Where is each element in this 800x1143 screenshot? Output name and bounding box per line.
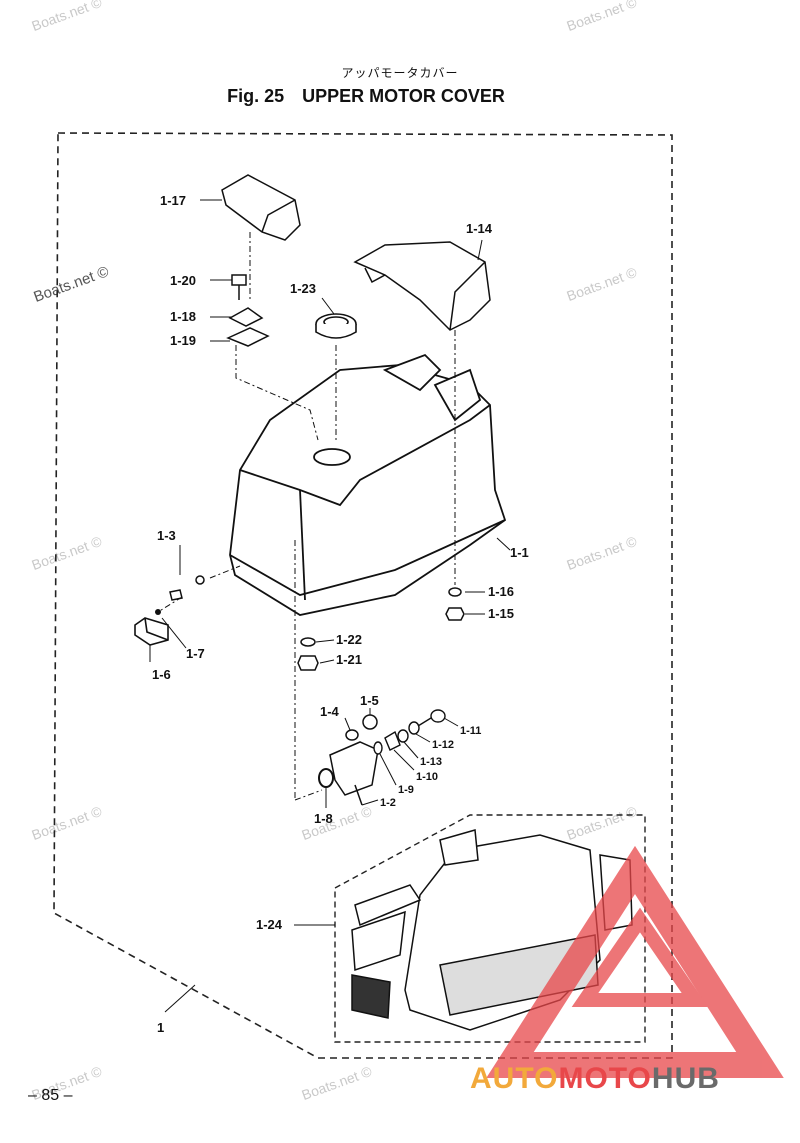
assembly-boundary xyxy=(53,132,673,1059)
brand-logo xyxy=(486,845,784,1078)
part-1-2-latch-bracket xyxy=(329,741,379,806)
callout-1-16: 1-16 xyxy=(488,584,514,599)
callout-1-10: 1-10 xyxy=(416,771,438,783)
part-1-15-nut xyxy=(445,607,465,621)
callout-1-18: 1-18 xyxy=(170,309,196,324)
brand-part-moto: MOTO xyxy=(558,1062,652,1095)
brand-part-hub: HUB xyxy=(651,1062,720,1095)
part-1-19-plate xyxy=(226,327,270,347)
title-japanese: アッパモータカバー xyxy=(341,66,459,80)
callout-1-23: 1-23 xyxy=(290,281,316,296)
callout-1-24: 1-24 xyxy=(256,917,283,932)
part-1-13-washer xyxy=(397,729,409,743)
brand-wordmark: AUTOMOTOHUB xyxy=(470,1062,720,1096)
part-1-9-spring xyxy=(373,741,383,755)
callout-1-1: 1-1 xyxy=(510,545,529,560)
part-1-21-nut xyxy=(297,655,319,671)
callout-1-12: 1-12 xyxy=(432,739,454,751)
figure-number: Fig. 25 xyxy=(227,86,285,106)
part-1-1-upper-motor-cover xyxy=(229,353,507,616)
callout-1-7: 1-7 xyxy=(186,646,205,661)
part-1-20-bolt xyxy=(231,274,247,300)
callout-1-20: 1-20 xyxy=(170,273,196,288)
leader-lines xyxy=(149,199,511,1013)
part-1-11-bolt xyxy=(417,709,446,727)
part-1-23-grommet xyxy=(315,313,357,339)
callout-1-4: 1-4 xyxy=(320,704,340,719)
part-1-14-cover xyxy=(353,241,491,331)
callout-1-13: 1-13 xyxy=(420,756,442,768)
callout-1-5: 1-5 xyxy=(360,693,379,708)
part-1-3-screw xyxy=(169,575,205,601)
part-1-10-lever xyxy=(384,730,401,751)
part-1-6-handle xyxy=(134,617,169,646)
callout-1-2: 1-2 xyxy=(380,797,396,809)
callout-1-15: 1-15 xyxy=(488,606,514,621)
page-number: – 85 – xyxy=(28,1087,73,1104)
callout-1-22: 1-22 xyxy=(336,632,362,647)
callout-1-19: 1-19 xyxy=(170,333,196,348)
callout-1-9: 1-9 xyxy=(398,784,414,796)
callout-1: 1 xyxy=(157,1020,164,1035)
callout-1-21: 1-21 xyxy=(336,652,362,667)
part-1-12-washer xyxy=(408,721,420,735)
figure-name: UPPER MOTOR COVER xyxy=(302,86,505,106)
callout-1-11: 1-11 xyxy=(460,725,481,737)
callout-1-3: 1-3 xyxy=(157,528,176,543)
brand-part-auto: AUTO xyxy=(470,1062,559,1095)
part-1-8-grommet xyxy=(318,768,334,788)
callout-1-17: 1-17 xyxy=(160,193,186,208)
part-1-18-clip xyxy=(228,307,264,327)
part-1-17-cover xyxy=(221,174,301,241)
part-1-16-washer xyxy=(448,587,462,597)
part-1-4-washer xyxy=(345,729,359,741)
callout-1-8: 1-8 xyxy=(314,811,333,826)
part-1-5-nut xyxy=(362,714,378,730)
callout-1-6: 1-6 xyxy=(152,667,171,682)
figure-title: Fig. 25 UPPER MOTOR COVER xyxy=(0,86,732,107)
callout-1-14: 1-14 xyxy=(466,221,493,236)
part-1-22-washer xyxy=(300,637,316,647)
